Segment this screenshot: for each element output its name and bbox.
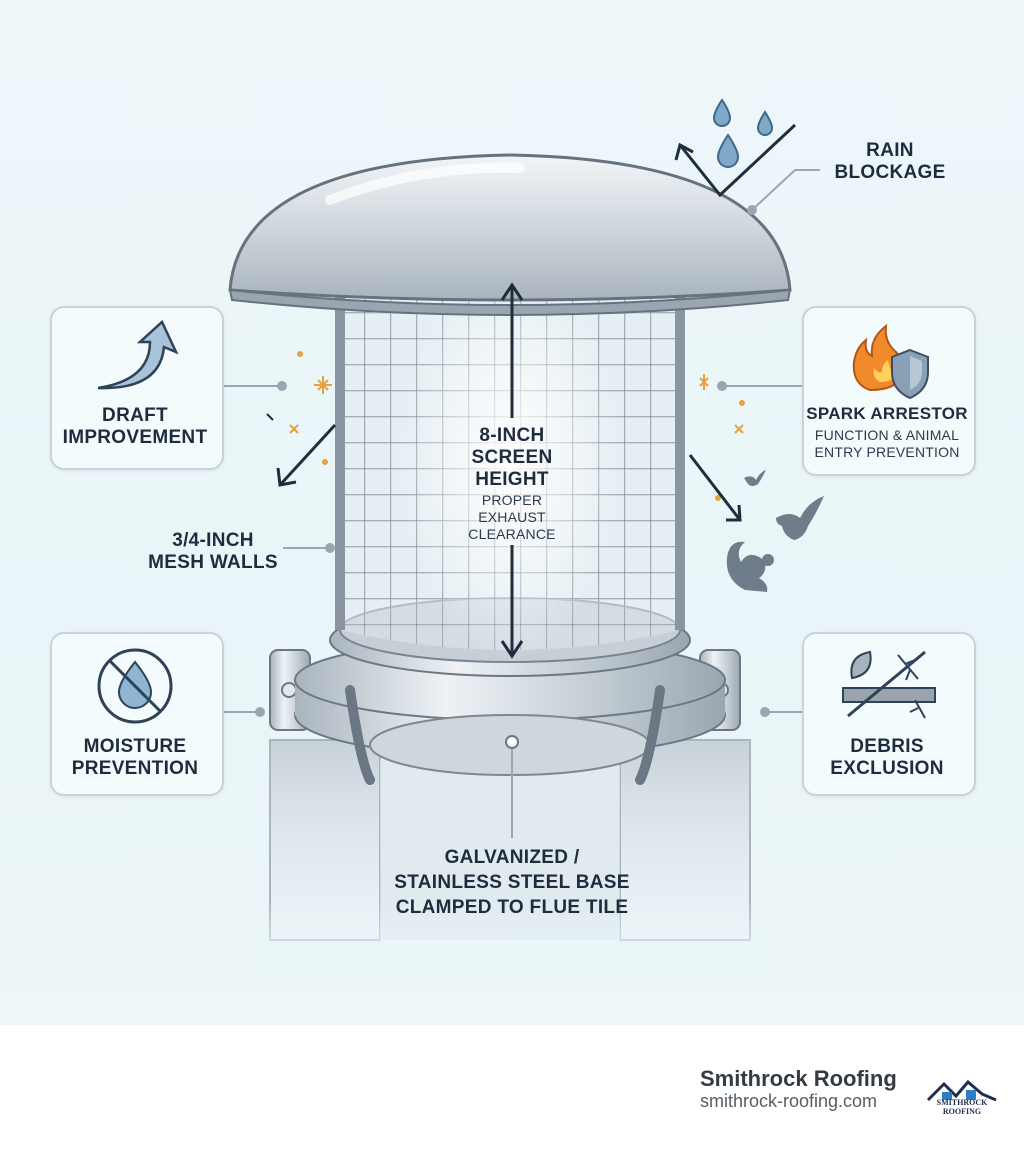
spark-deflect-arrows bbox=[266, 413, 742, 522]
brand-logo-icon bbox=[926, 1079, 997, 1102]
squirrel-icon bbox=[726, 541, 774, 592]
flue-tile bbox=[250, 739, 770, 970]
bird-icon bbox=[744, 470, 824, 540]
brand-url[interactable]: smithrock-roofing.com bbox=[700, 1091, 878, 1111]
height-arrow bbox=[500, 282, 524, 659]
leader-dots bbox=[255, 205, 770, 749]
spark-arrestor-sublabel: FUNCTION & ANIMAL ENTRY PREVENTION bbox=[814, 427, 960, 460]
mesh-screen bbox=[335, 260, 685, 660]
brand-name[interactable]: Smithrock Roofing bbox=[700, 1066, 897, 1091]
leader-lines bbox=[222, 169, 820, 838]
brand-logo-text: SMITHROCK ROOFING bbox=[936, 1098, 988, 1116]
dome-cap bbox=[228, 153, 792, 316]
spark-card bbox=[802, 306, 976, 476]
diagram-stage: RAIN BLOCKAGE DRAFT IMPROVEMENT SPARK AR… bbox=[0, 0, 1024, 1025]
spark-arrestor-label: SPARK ARRESTOR bbox=[806, 404, 968, 423]
draft-card bbox=[50, 306, 224, 470]
card-icons-layer bbox=[97, 319, 936, 724]
draft-arrow-icon bbox=[97, 319, 179, 390]
mesh-walls-label: 3/4-INCH MESH WALLS bbox=[148, 530, 278, 573]
debris-card bbox=[802, 632, 976, 796]
leaf-branch-blocked-icon bbox=[842, 650, 936, 719]
rain-deflect-arrow bbox=[674, 123, 797, 198]
moisture-prevention-label: MOISTURE PREVENTION bbox=[71, 736, 199, 779]
no-water-icon bbox=[97, 648, 173, 724]
flame-shield-icon bbox=[852, 323, 929, 400]
footer bbox=[0, 1025, 1024, 1154]
debris-exclusion-label: DEBRIS EXCLUSION bbox=[830, 736, 944, 779]
spark-icon bbox=[289, 351, 745, 501]
screen-height-sublabel: PROPER EXHAUST CLEARANCE bbox=[468, 492, 556, 542]
rain-blockage-label: RAIN BLOCKAGE bbox=[834, 140, 946, 183]
moisture-card bbox=[50, 632, 224, 796]
screen-height-label: 8-INCH SCREEN HEIGHT bbox=[471, 425, 553, 490]
steel-base-label: GALVANIZED / STAINLESS STEEL BASE CLAMPE… bbox=[394, 847, 630, 918]
draft-improvement-label: DRAFT IMPROVEMENT bbox=[62, 405, 208, 448]
rain-drops-icon bbox=[712, 98, 774, 168]
